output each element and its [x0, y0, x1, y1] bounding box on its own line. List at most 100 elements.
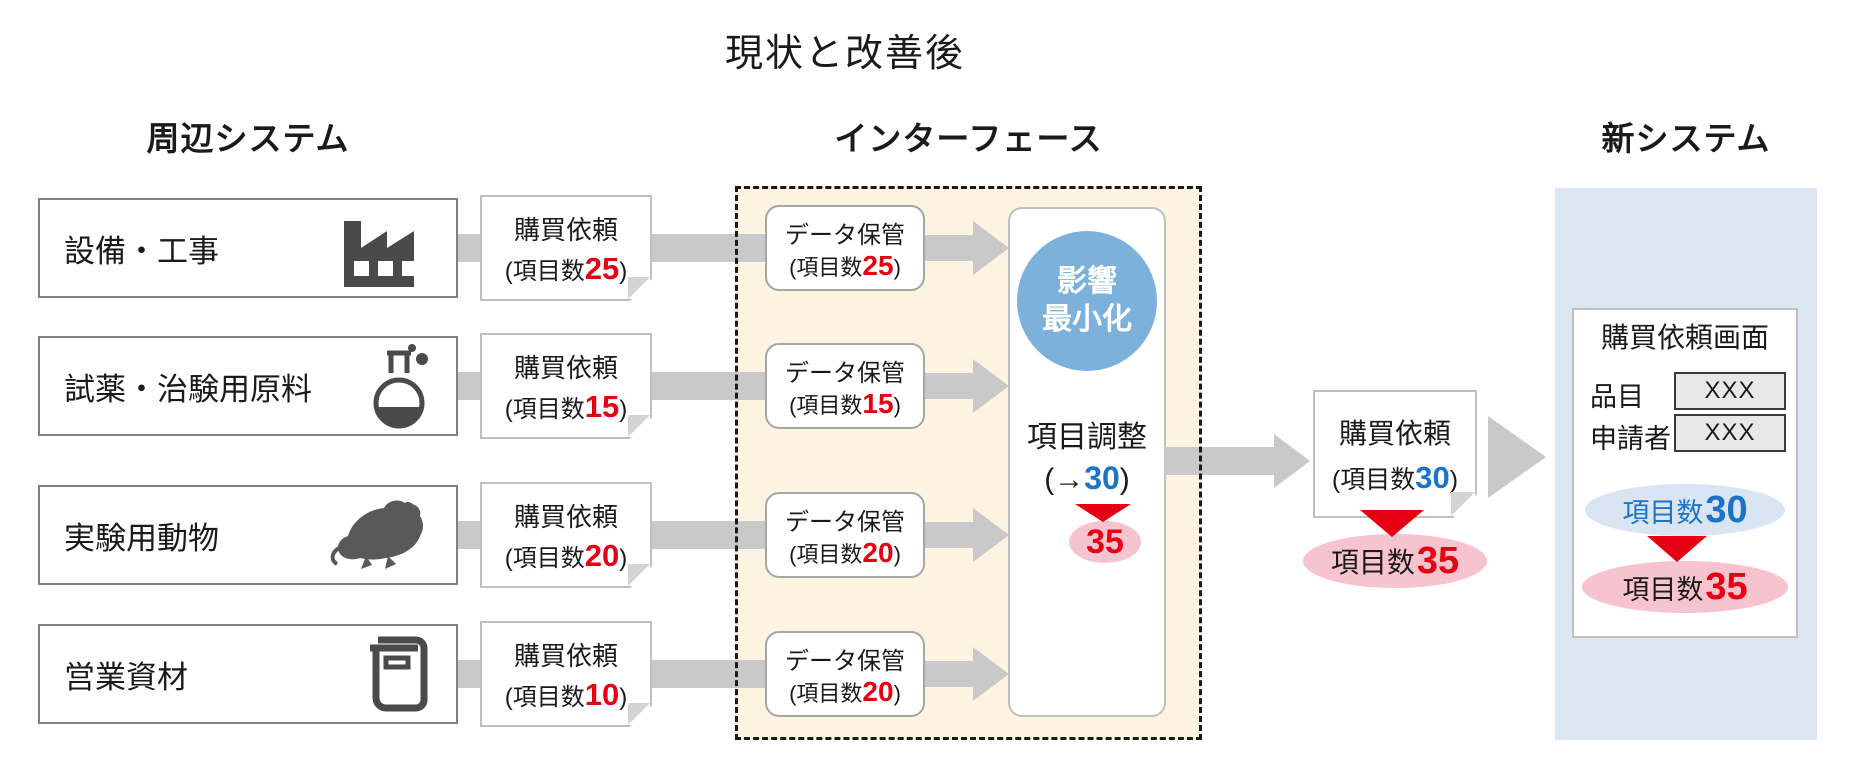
source-box-reagents: 試薬・治験用原料	[38, 336, 458, 436]
count-value: 25	[862, 249, 894, 281]
dog-ear	[628, 415, 650, 437]
adjusted-count-badge: 35	[1069, 521, 1141, 563]
source-box-lab-animals: 実験用動物	[38, 485, 458, 585]
note-title: 購買依頼	[513, 640, 618, 671]
count-prefix: (項目数	[789, 392, 863, 418]
impact-minimization-badge: 影響 最小化	[1017, 231, 1157, 371]
note-count: (項目数30)	[1332, 460, 1458, 496]
note-title: 購買依頼	[513, 214, 618, 245]
item-adjustment-label: 項目調整	[1027, 421, 1147, 454]
count-value: 10	[584, 676, 620, 712]
count-label: 項目数	[1330, 547, 1415, 578]
arrow-down-icon	[1075, 504, 1131, 522]
count-value: 15	[862, 387, 894, 419]
screen-title: 購買依頼画面	[1600, 322, 1769, 353]
purchase-request-note: 購買依頼 (項目数15)	[480, 333, 652, 439]
source-box-sales-materials: 営業資材	[38, 624, 458, 724]
item-adjustment-target: (→30)	[1008, 460, 1166, 497]
purchase-request-note: 購買依頼 (項目数10)	[480, 621, 652, 727]
book-icon	[366, 632, 430, 716]
item-field: XXX	[1674, 372, 1786, 410]
connector	[923, 373, 975, 399]
flask-icon	[372, 341, 430, 431]
count-value: 20	[862, 536, 894, 568]
note-title: データ保管	[785, 508, 905, 536]
header-peripheral-systems: 周辺システム	[146, 120, 350, 157]
arrow-right-icon	[973, 508, 1009, 562]
output-purchase-request-note: 購買依頼 (項目数30)	[1313, 390, 1477, 518]
dog-ear	[1451, 492, 1475, 516]
field-label-applicant: 申請者	[1590, 424, 1671, 454]
impact-line1: 影響	[1057, 265, 1117, 298]
count-prefix: (項目数	[504, 395, 585, 423]
note-title: データ保管	[785, 647, 905, 675]
note-count: (項目数25)	[505, 251, 627, 287]
count-value: 30	[1415, 460, 1450, 495]
connector	[923, 235, 975, 261]
arrow-right-icon	[973, 221, 1009, 275]
connector	[650, 234, 768, 262]
dog-ear	[628, 564, 650, 586]
data-storage-note: データ保管 (項目数15)	[765, 343, 925, 429]
count-value: 30	[1705, 488, 1748, 531]
note-title: 購買依頼	[513, 501, 618, 532]
data-storage-note: データ保管 (項目数20)	[765, 631, 925, 717]
count-label: 項目数	[1622, 497, 1704, 528]
count-prefix: (項目数	[789, 254, 863, 280]
connector	[923, 522, 975, 548]
note-title: 購買依頼	[513, 352, 618, 383]
arrow-down-icon	[1360, 510, 1424, 537]
count-prefix: (項目数	[789, 541, 863, 567]
count-value: 15	[584, 388, 620, 424]
adjusted-count-value: 35	[1086, 522, 1124, 561]
count-suffix: )	[619, 257, 628, 285]
purchase-request-note: 購買依頼 (項目数25)	[480, 195, 652, 301]
note-count: (項目数20)	[789, 537, 901, 569]
note-count: (項目数15)	[505, 389, 627, 425]
count-value: 35	[1705, 565, 1748, 608]
source-label: 実験用動物	[64, 520, 219, 556]
count-suffix: )	[893, 254, 901, 280]
connector	[650, 660, 768, 688]
count-suffix: )	[893, 392, 901, 418]
adjust-prefix: (→	[1044, 463, 1085, 496]
count-suffix: )	[1449, 466, 1459, 494]
connector	[458, 660, 484, 688]
note-title: データ保管	[785, 221, 905, 249]
count-suffix: )	[619, 683, 628, 711]
count-suffix: )	[893, 680, 901, 706]
note-count: (項目数10)	[505, 677, 627, 713]
note-count: (項目数20)	[789, 676, 901, 708]
purchase-request-note: 購買依頼 (項目数20)	[480, 482, 652, 588]
count-prefix: (項目数	[504, 544, 585, 572]
source-label: 営業資材	[64, 659, 188, 695]
chevron-right-icon	[1488, 416, 1546, 498]
mouse-icon	[330, 496, 430, 574]
source-label: 試薬・治験用原料	[64, 371, 312, 407]
field-label-item: 品目	[1590, 382, 1644, 412]
count-prefix: (項目数	[504, 257, 585, 285]
connector	[458, 521, 484, 549]
source-box-equipment: 設備・工事	[38, 198, 458, 298]
connector	[458, 372, 484, 400]
adjust-suffix: )	[1119, 463, 1130, 496]
source-label: 設備・工事	[64, 233, 219, 269]
page-title: 現状と改善後	[724, 33, 965, 75]
count-suffix: )	[893, 541, 901, 567]
arrow-down-icon	[1647, 536, 1707, 562]
impact-line2: 最小化	[1042, 303, 1132, 336]
count-value: 25	[584, 250, 620, 286]
connector	[1164, 447, 1276, 475]
applicant-field: XXX	[1674, 414, 1786, 452]
data-storage-note: データ保管 (項目数25)	[765, 205, 925, 291]
header-interface: インターフェース	[834, 120, 1103, 157]
header-new-system: 新システム	[1601, 120, 1771, 157]
note-count: (項目数15)	[789, 388, 901, 420]
dog-ear	[628, 277, 650, 299]
connector	[650, 372, 768, 400]
count-value: 20	[862, 675, 894, 707]
connector	[650, 521, 768, 549]
